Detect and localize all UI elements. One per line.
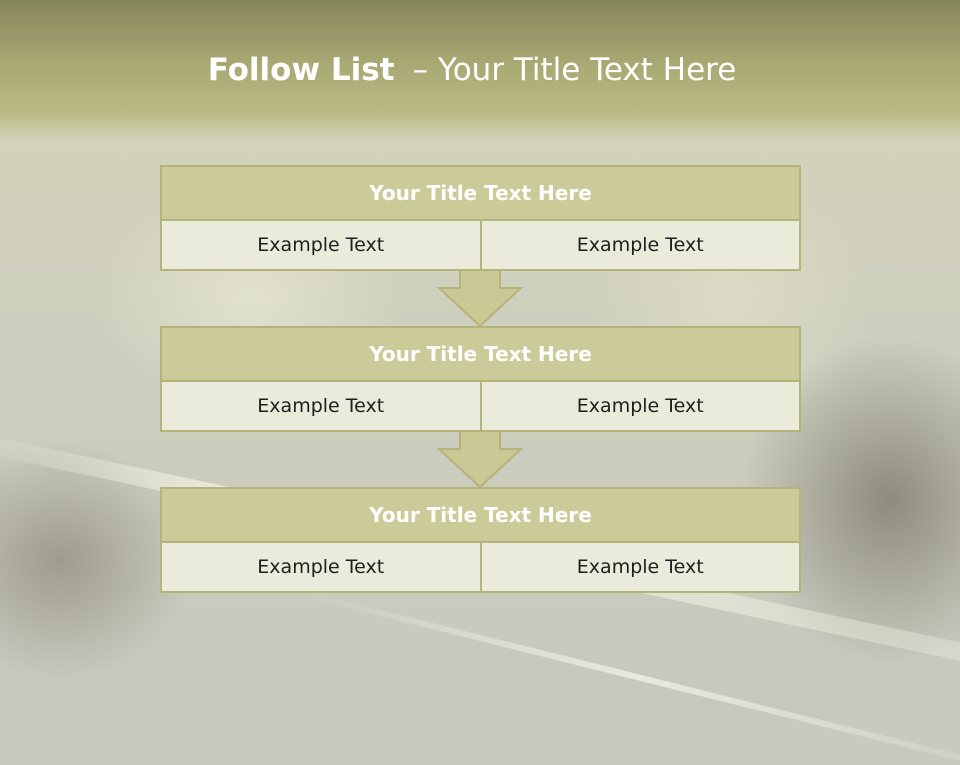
block-row: Example Text Example Text	[160, 221, 801, 271]
follow-block-3: Your Title Text Here Example Text Exampl…	[160, 487, 801, 593]
follow-block-1: Your Title Text Here Example Text Exampl…	[160, 165, 801, 271]
slide-title-bold: Follow List	[207, 52, 395, 88]
block-cell-right: Example Text	[479, 221, 799, 269]
block-title: Your Title Text Here	[160, 165, 801, 221]
block-cell-right: Example Text	[479, 543, 799, 591]
slide-title: Follow List – Your Title Text Here	[0, 52, 944, 88]
down-arrow-icon	[437, 270, 523, 328]
block-cell-left: Example Text	[162, 221, 480, 269]
down-arrow-icon	[437, 431, 523, 489]
block-title: Your Title Text Here	[160, 326, 801, 382]
block-cell-left: Example Text	[162, 382, 480, 430]
title-bar	[0, 0, 960, 140]
block-cell-right: Example Text	[479, 382, 799, 430]
slide-title-rest: – Your Title Text Here	[412, 52, 737, 88]
block-title: Your Title Text Here	[160, 487, 801, 543]
block-cell-left: Example Text	[162, 543, 480, 591]
follow-block-2: Your Title Text Here Example Text Exampl…	[160, 326, 801, 432]
block-row: Example Text Example Text	[160, 382, 801, 432]
block-row: Example Text Example Text	[160, 543, 801, 593]
